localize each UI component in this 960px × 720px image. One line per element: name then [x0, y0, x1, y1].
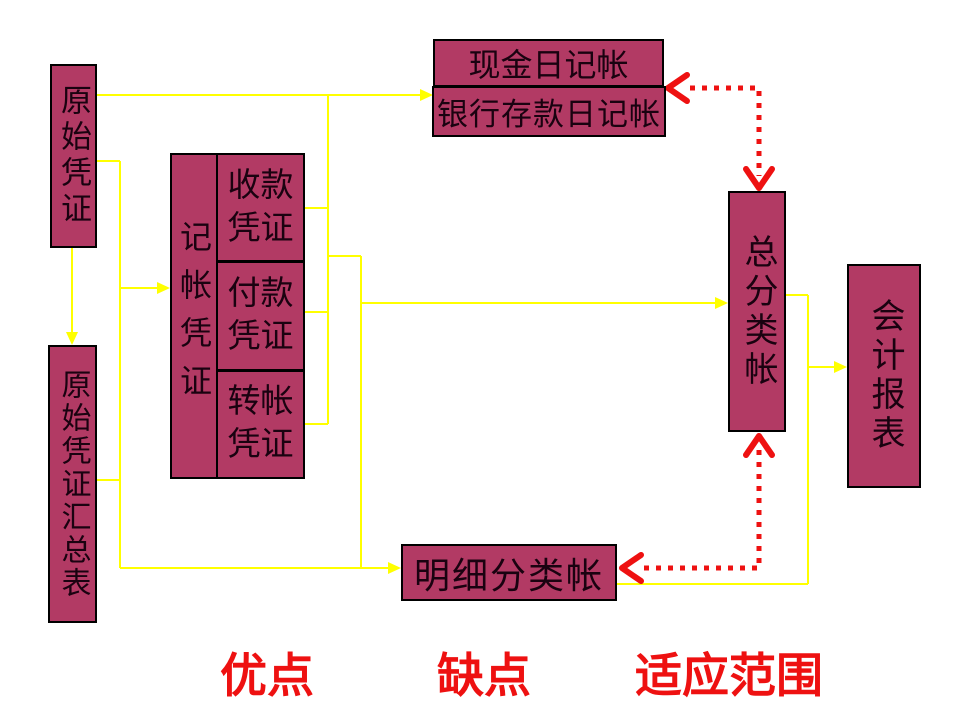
- reconcile-journal-ledger-line: [690, 85, 762, 176]
- flow-arrowheads: [66, 89, 847, 574]
- label-advantages: 优点: [220, 651, 314, 703]
- bookkeeping-voucher-wrap: 记帐凭证 收款凭证 付款凭证 转帐凭证: [172, 155, 303, 477]
- reconcile-arrows: [619, 72, 775, 584]
- cash-journal-label: 现金日记帐: [468, 47, 629, 83]
- box-transfer-voucher: 转帐凭证: [218, 372, 303, 477]
- label-scope: 适应范围: [635, 651, 823, 703]
- payment-voucher-label: 付款凭证: [227, 276, 294, 355]
- box-general-ledger: 总分类帐: [728, 191, 786, 432]
- box-receipt-voucher: 收款凭证: [218, 155, 303, 264]
- arrow-into-statements: [834, 361, 847, 373]
- box-payment-voucher: 付款凭证: [218, 263, 303, 372]
- reconcile-arrowhead-left-journal: [665, 72, 690, 104]
- reconcile-subsidiary-ledger-line: [644, 450, 762, 571]
- arrow-into-general-ledger: [715, 297, 728, 309]
- receipt-voucher-label: 收款凭证: [227, 167, 294, 247]
- original-voucher-label: 原始凭证: [56, 84, 91, 228]
- bookkeeping-voucher-label: 记帐凭证: [176, 220, 212, 412]
- reconcile-arrowhead-left-subsidiary: [619, 552, 644, 584]
- arrow-into-journals: [420, 89, 433, 101]
- transfer-voucher-label: 转帐凭证: [227, 384, 294, 464]
- label-disadvantages: 缺点: [437, 651, 531, 703]
- box-original-voucher: 原始凭证: [50, 64, 97, 248]
- flow-lines: [71, 94, 837, 585]
- accounting-statements-label: 会计报表: [866, 298, 903, 454]
- box-bank-deposit-journal: 银行存款日记帐: [432, 86, 666, 137]
- box-subsidiary-ledger: 明细分类帐: [401, 544, 617, 601]
- arrow-into-summary: [66, 332, 78, 345]
- reconcile-arrowhead-up-ledger: [743, 433, 775, 458]
- subsidiary-ledger-label: 明细分类帐: [413, 555, 604, 596]
- bank-deposit-journal-label: 银行存款日记帐: [437, 97, 661, 132]
- voucher-types-column: 收款凭证 付款凭证 转帐凭证: [218, 155, 303, 477]
- box-bookkeeping-voucher-group: 记帐凭证 收款凭证 付款凭证 转帐凭证: [170, 153, 305, 479]
- reconcile-arrowhead-down-ledger: [743, 166, 775, 191]
- arrow-into-bookkeeping: [157, 282, 170, 294]
- general-ledger-label: 总分类帐: [739, 233, 776, 390]
- box-cash-journal: 现金日记帐: [433, 39, 664, 87]
- arrow-into-subsidiary: [388, 562, 401, 574]
- original-voucher-summary-label: 原始凭证汇总表: [56, 368, 90, 600]
- box-accounting-statements: 会计报表: [847, 264, 921, 488]
- box-bookkeeping-voucher: 记帐凭证: [172, 155, 218, 477]
- box-original-voucher-summary: 原始凭证汇总表: [48, 345, 97, 623]
